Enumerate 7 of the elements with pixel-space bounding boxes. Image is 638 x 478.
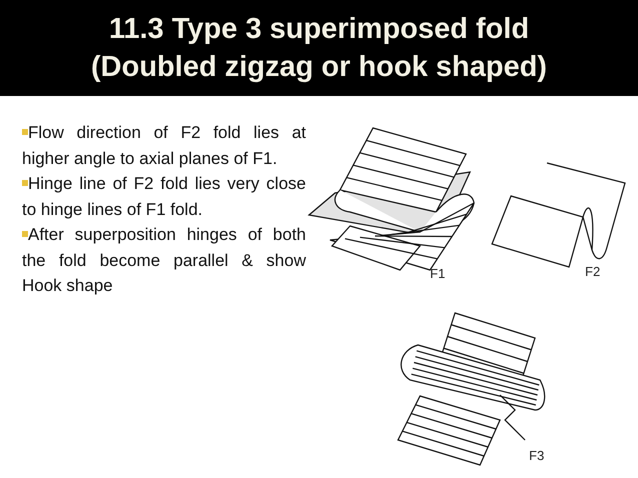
bullet-text: After superposition hinges of both the fold become parallel & show Hook shape [22, 224, 306, 297]
slide-title: 11.3 Type 3 superimposed fold (Doubled zigzag or hook shaped) [90, 12, 548, 85]
figure-label: F1 [430, 265, 446, 283]
bullet-text: Flow direction of F2 fold lies at higher angle to axial planes of F1. [22, 122, 306, 170]
figure-label: F3 [529, 447, 544, 465]
figure-label: F2 [585, 263, 600, 281]
bullet-text: Hinge line of F2 fold lies very close to hinge lines of F1 fold. [22, 173, 306, 220]
